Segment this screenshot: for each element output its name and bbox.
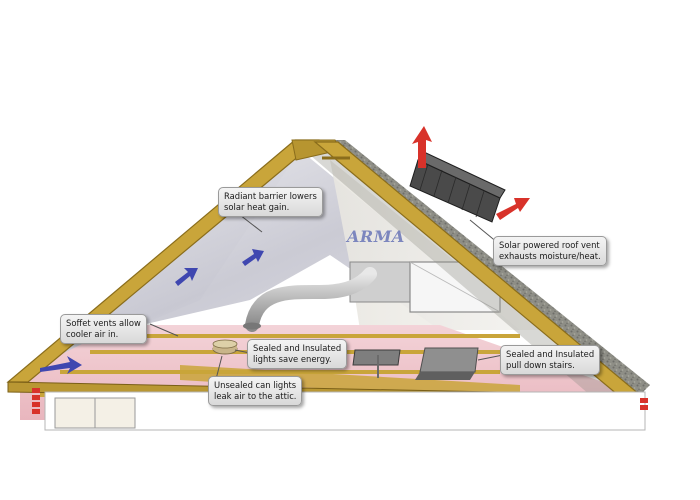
pull-down-stairs <box>419 347 479 373</box>
callout-pull-down-stairs-line1: Sealed and Insulated <box>506 349 595 359</box>
exhaust-arrows-red <box>412 126 530 220</box>
arma-logo: ARMA <box>347 227 405 246</box>
callout-sealed-lights-line2: lights save energy. <box>253 354 332 364</box>
callout-pull-down-stairs: Sealed and Insulated pull down stairs. <box>500 345 601 375</box>
callout-radiant-barrier-line1: Radiant barrier lowers <box>224 191 317 201</box>
callout-sealed-lights: Sealed and Insulated lights save energy. <box>247 339 348 369</box>
callout-solar-vent-line1: Solar powered roof vent <box>499 240 600 250</box>
airflow-arrows-blue <box>40 249 264 374</box>
arma-logo-text: ARMA <box>347 227 405 246</box>
callout-sealed-lights-line1: Sealed and Insulated <box>253 343 342 353</box>
callout-soffit-vents: Soffet vents allow cooler air in. <box>60 314 147 344</box>
callout-soffit-vents-line1: Soffet vents allow <box>66 318 141 328</box>
house-wall <box>44 391 646 431</box>
solar-roof-vent <box>409 151 506 223</box>
callout-radiant-barrier: Radiant barrier lowers solar heat gain. <box>218 187 323 217</box>
callout-unsealed-lights-line2: leak air to the attic. <box>214 391 297 401</box>
callout-radiant-barrier-line2: solar heat gain. <box>224 202 290 212</box>
stair-frame <box>352 349 401 366</box>
soffit-vent-red-right <box>640 398 648 410</box>
callout-unsealed-lights-line1: Unsealed can lights <box>214 380 297 390</box>
callout-pull-down-stairs-line2: pull down stairs. <box>506 360 575 370</box>
flexible-duct <box>245 267 377 332</box>
soffit-vent-red <box>32 388 40 414</box>
callout-solar-vent-line2: exhausts moisture/heat. <box>499 251 601 261</box>
callout-solar-vent: Solar powered roof vent exhausts moistur… <box>493 236 607 266</box>
callout-unsealed-lights: Unsealed can lights leak air to the atti… <box>208 376 303 406</box>
callout-soffit-vents-line2: cooler air in. <box>66 329 119 339</box>
